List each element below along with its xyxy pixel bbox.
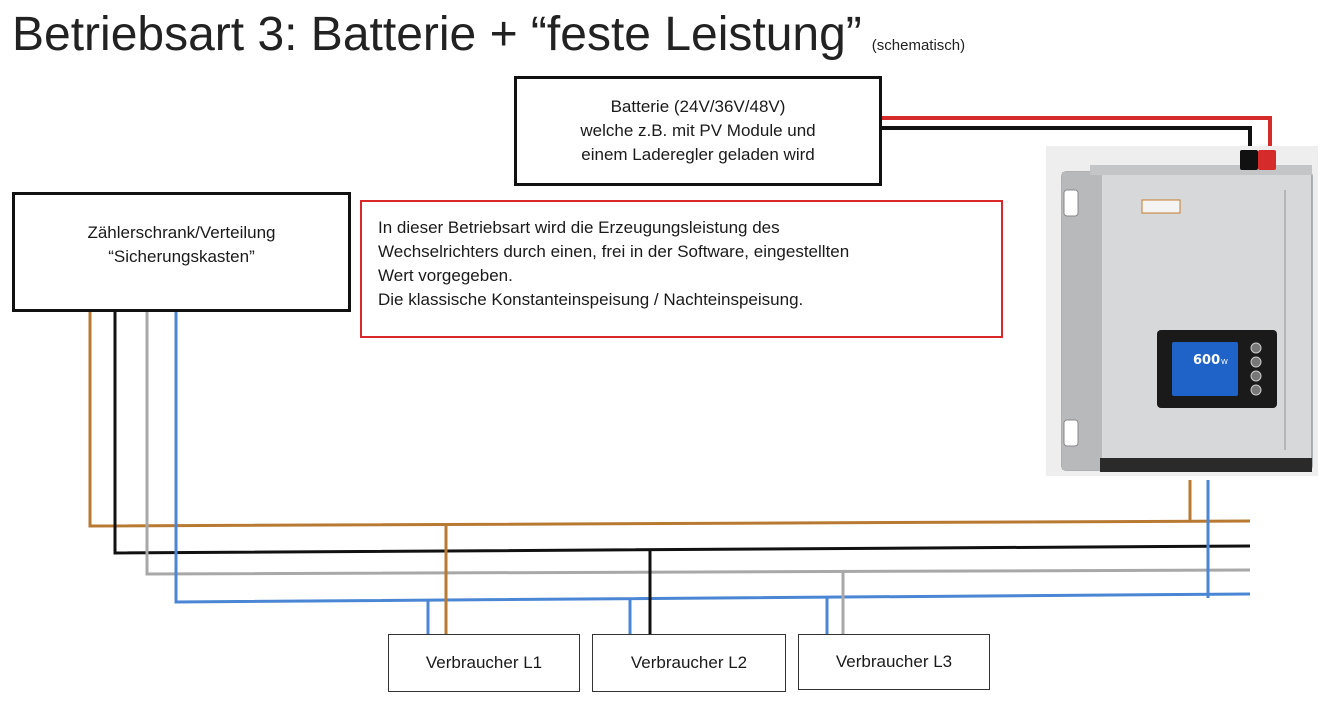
inverter-mounting-bracket-bottom <box>1063 419 1079 447</box>
operating-mode-note: In dieser Betriebsart wird die Erzeugung… <box>360 200 1003 338</box>
lcd-display <box>1172 342 1238 396</box>
battery-terminal-black <box>1240 150 1258 170</box>
inverter: 600 W <box>1046 146 1318 476</box>
inverter-bottom <box>1100 458 1312 472</box>
load-l2-box: Verbraucher L2 <box>592 634 786 692</box>
note-line-3: Wert vorgegeben. <box>378 266 513 285</box>
title-subtitle: (schematisch) <box>871 37 966 54</box>
inverter-mounting-bracket-top <box>1063 189 1079 217</box>
load-l3-box: Verbraucher L3 <box>798 634 990 690</box>
meter-cabinet-line-2: “Sicherungskasten” <box>108 247 255 266</box>
lcd-power-value: 600 <box>1193 353 1220 368</box>
battery-line-1: Batterie (24V/36V/48V) <box>610 97 786 116</box>
meter-cabinet-box: Zählerschrank/Verteilung “Sicherungskast… <box>12 192 351 312</box>
note-line-4: Die klassische Konstanteinspeisung / Nac… <box>378 290 804 309</box>
battery-positive-cable <box>882 116 1272 158</box>
lcd-power-unit: W <box>1221 358 1228 366</box>
battery-terminal-red <box>1258 150 1276 170</box>
note-line-2: Wechselrichters durch einen, frei in der… <box>378 242 850 261</box>
brand-label <box>1141 199 1181 214</box>
meter-cabinet-line-1: Zählerschrank/Verteilung <box>87 223 276 242</box>
panel-button-2 <box>1250 356 1262 368</box>
title-text: Betriebsart 3: Batterie + “feste Leistun… <box>12 8 862 61</box>
page-title: Betriebsart 3: Batterie + “feste Leistun… <box>12 6 965 75</box>
phase-l1-brown <box>88 312 1251 528</box>
note-line-1: In dieser Betriebsart wird die Erzeugung… <box>378 218 780 237</box>
panel-button-1 <box>1250 342 1262 354</box>
neutral-blue <box>174 312 1251 604</box>
battery-box: Batterie (24V/36V/48V) welche z.B. mit P… <box>514 76 882 186</box>
load-l1-box: Verbraucher L1 <box>388 634 580 692</box>
phase-l3-grey <box>145 312 1251 576</box>
phase-l2-black <box>113 312 1251 555</box>
panel-button-3 <box>1250 370 1262 382</box>
load-l3-label: Verbraucher L3 <box>835 652 953 671</box>
phase-wiring <box>88 312 1251 634</box>
load-l2-label: Verbraucher L2 <box>630 653 748 672</box>
load-l1-label: Verbraucher L1 <box>425 653 543 672</box>
panel-button-4 <box>1250 384 1262 396</box>
battery-line-2: welche z.B. mit PV Module und <box>580 121 816 140</box>
inverter-top <box>1090 165 1312 175</box>
battery-line-3: einem Laderegler geladen wird <box>581 145 815 164</box>
